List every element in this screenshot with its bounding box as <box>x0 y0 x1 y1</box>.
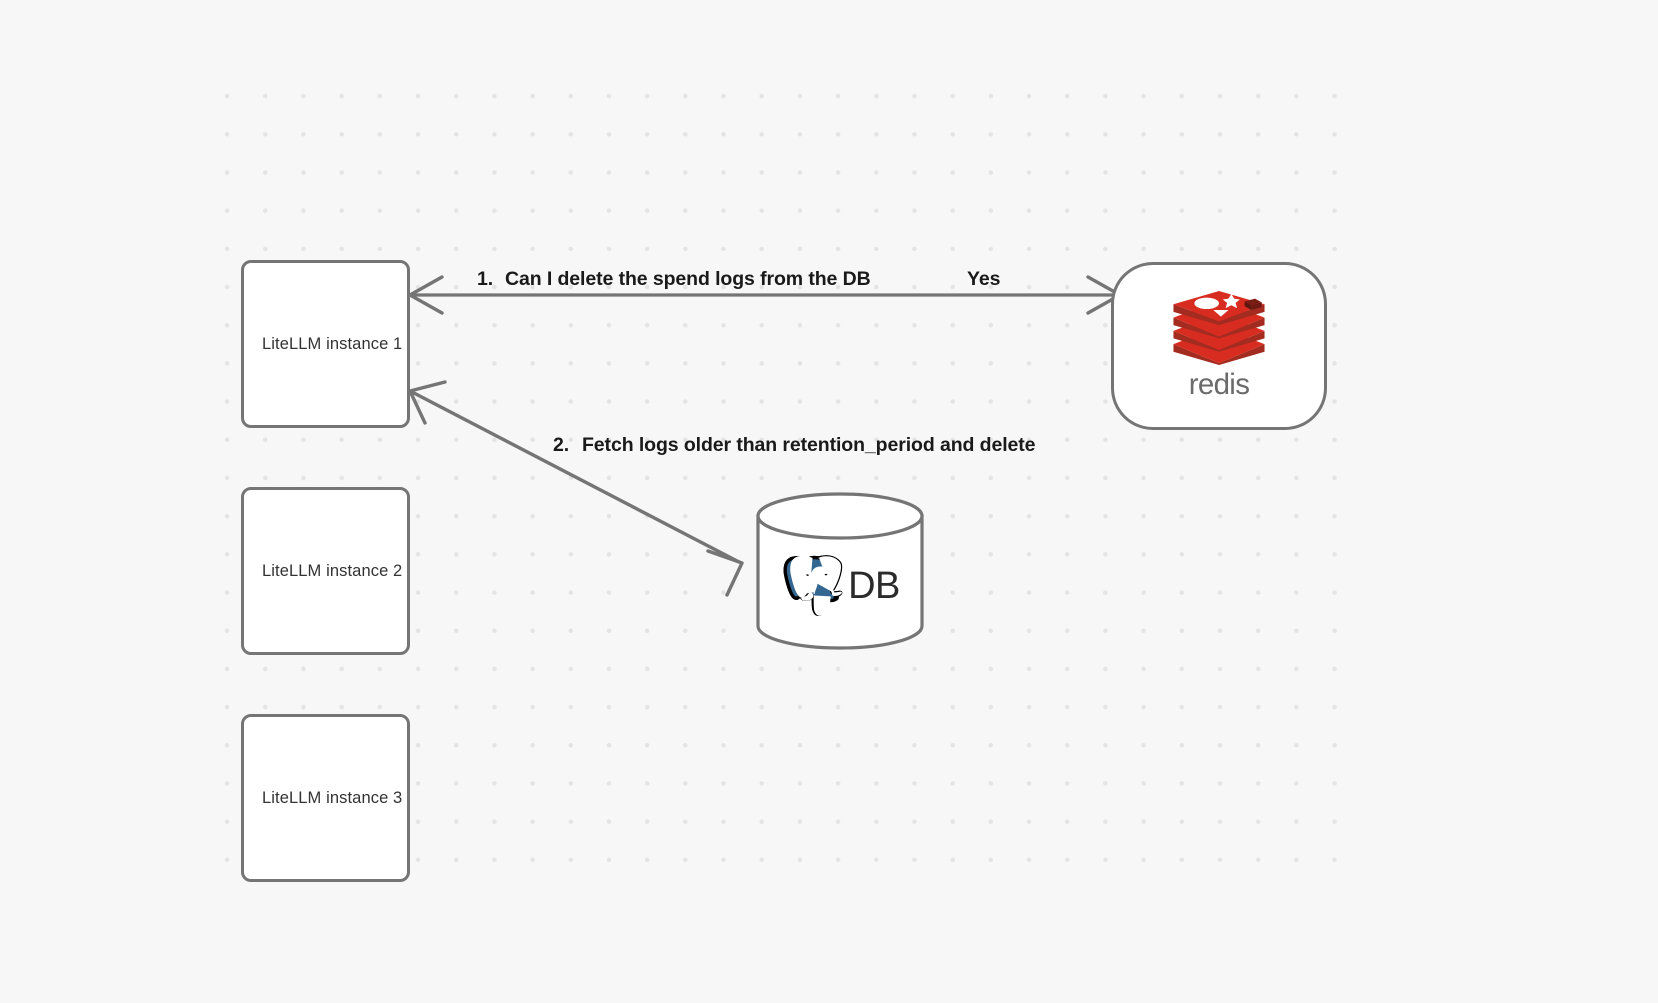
node-postgres-db[interactable]: DB <box>754 492 926 650</box>
node-litellm-instance-3[interactable]: LiteLLM instance 3 <box>241 714 410 882</box>
arrowhead-upleft <box>408 380 447 425</box>
redis-stack-icon <box>1173 291 1265 365</box>
node-label: LiteLLM instance 2 <box>262 561 403 580</box>
db-label: DB <box>848 565 900 607</box>
edge-litellm1-db <box>408 380 744 597</box>
arrowhead-downright <box>706 549 744 597</box>
node-litellm-instance-2[interactable]: LiteLLM instance 2 <box>241 487 410 655</box>
node-label: LiteLLM instance 3 <box>262 788 403 807</box>
redis-wordmark: redis <box>1189 368 1250 401</box>
edge-2-label: Fetch logs older than retention_period a… <box>582 434 1036 456</box>
redis-logo: redis <box>1164 291 1274 401</box>
cylinder-shape <box>756 492 924 650</box>
edge-1-reply-label: Yes <box>967 268 1001 290</box>
edge-1-number: 1. <box>477 268 494 290</box>
node-label: LiteLLM instance 1 <box>262 334 403 353</box>
node-redis[interactable]: redis <box>1111 262 1327 430</box>
svg-text:redis: redis <box>1189 368 1250 401</box>
arrowhead-left <box>408 275 444 315</box>
edge-2-number: 2. <box>553 434 570 456</box>
edge-1-label: Can I delete the spend logs from the DB <box>505 268 871 290</box>
node-litellm-instance-1[interactable]: LiteLLM instance 1 <box>241 260 410 428</box>
postgresql-elephant-icon <box>783 555 843 617</box>
